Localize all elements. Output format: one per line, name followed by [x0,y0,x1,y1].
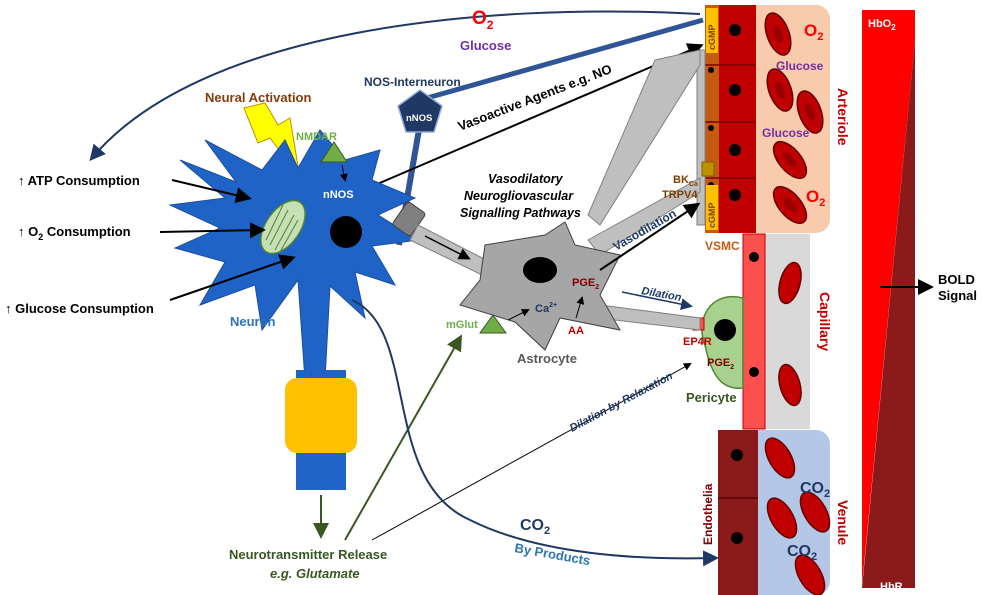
neuron-body [168,129,420,381]
neural-activation-label: Neural Activation [205,90,311,105]
neuron-nnos-label: nNOS [323,189,354,201]
neuron-label: Neuron [230,314,276,329]
arteriole-lumen [745,5,830,233]
nos-interneuron-label: NOS-Interneuron [364,75,461,89]
nmdar-label: NMDAR [296,131,337,143]
arteriole-o2-label: O2 [804,21,823,43]
aa-label: AA [568,325,584,337]
arteriole-o2-label-2: O2 [806,187,825,209]
cgmp-bottom-label: cGMP [707,202,717,228]
glucose-top-label: Glucose [460,38,511,53]
venule-co2-label-1: CO2 [800,480,830,500]
pericyte-pge2-label: PGE2 [707,357,734,371]
pericyte-label: Pericyte [686,390,737,405]
arteriole-label: Arteriole [835,88,851,146]
co2-main-label: CO2 [520,517,550,537]
capillary-wall [742,233,766,430]
hbo2-wedge [862,10,915,585]
bk-channel [701,161,715,177]
myelin-sheath [285,378,357,453]
mglut-receptor [479,314,507,334]
mglut-label: mGlut [446,319,478,331]
astrocyte-pge2-label: PGE2 [572,277,599,291]
vasoactive-arrow [374,43,704,186]
vasodilatory-label-1: Vasodilatory [488,172,564,186]
o2-consumption-label: ↑ O2 Consumption [18,224,131,242]
vasodilatory-label-3: Signalling Pathways [460,206,581,220]
dilation-label: Dilation [640,285,682,304]
glucose-consumption-label: ↑ Glucose Consumption [5,301,154,316]
pericyte-cell [701,295,744,389]
astrocyte-cell [459,221,621,351]
bk-label: BKCa [673,174,698,188]
nmdar-receptor [320,141,348,163]
calcium-label: Ca2+ [535,302,557,315]
astrocyte-nucleus [523,257,557,283]
by-products-label: By Products [513,540,591,568]
vasoactive-label: Vasoactive Agents e.g. NO [456,61,614,134]
dilation-relax-label: Dilation by Relaxation [568,370,675,435]
astrocyte-process-upper [587,49,701,226]
hbr-label: HbR [880,581,903,593]
trpv4-label: TRPV4 [662,189,698,201]
neuron-nucleus [330,216,362,248]
nt-example-label: e.g. Glutamate [270,566,360,581]
atp-consumption-label: ↑ ATP Consumption [18,173,140,188]
endothelia-label: Endothelia [701,483,715,545]
ep4r-label: EP4R [683,336,712,348]
bold-label: BOLD [938,272,975,287]
nos-interneuron-cell [397,89,443,133]
o2-supply-arrow [89,10,701,162]
byproducts-arrow [351,299,719,567]
interneuron-nnos-label: nNOS [406,113,432,124]
cgmp-top-label: cGMP [707,24,717,50]
capillary-label: Capillary [817,292,833,351]
hbr-wedge [862,40,915,588]
venule-co2-label-2: CO2 [787,543,817,563]
arteriole-glucose-label-2: Glucose [762,126,810,140]
vsmc-label: VSMC [705,239,740,253]
arteriole-glucose-label-1: Glucose [776,59,824,73]
astrocyte-endfoot [696,49,706,226]
mitochondrion-icon [260,199,306,255]
vasodilation-arrow [599,202,701,271]
interneuron-projection [419,17,704,103]
vasodilatory-label-2: Neurogliovascular [464,189,574,203]
venule-label: Venule [835,500,851,545]
bold-signal-label: Signal [938,288,977,303]
nt-release-label: Neurotransmitter Release [229,547,387,562]
astrocyte-label: Astrocyte [517,351,577,366]
o2-top-label: O2 [472,8,494,32]
hbo2-label: HbO2 [868,18,896,32]
